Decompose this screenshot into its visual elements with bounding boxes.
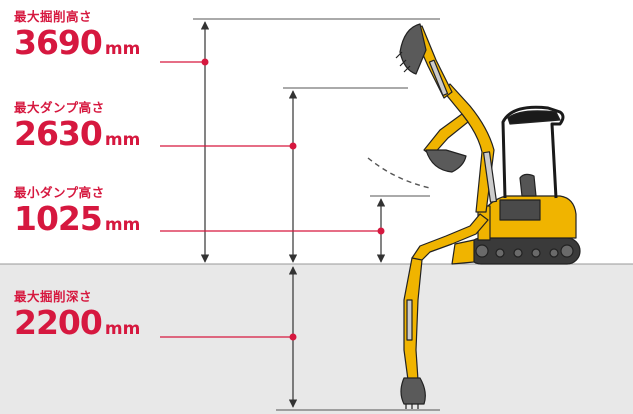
leader-lines bbox=[160, 58, 385, 341]
spec-value: 1025 bbox=[14, 199, 103, 238]
spec-value: 2200 bbox=[14, 303, 103, 342]
spec-label: 最大掘削高さ bbox=[14, 9, 93, 24]
spec-value: 2630 bbox=[14, 114, 103, 153]
red-dot-marker bbox=[289, 333, 297, 341]
red-dot-marker bbox=[201, 58, 209, 66]
dump-swing-arc bbox=[367, 157, 431, 189]
red-dot-marker bbox=[289, 142, 297, 150]
spec-unit: mm bbox=[104, 130, 141, 150]
spec-label: 最小ダンプ高さ bbox=[14, 185, 105, 200]
reference-lines bbox=[193, 18, 440, 411]
red-dot-marker bbox=[377, 227, 385, 235]
spec-unit: mm bbox=[104, 319, 141, 339]
excavator-illustration bbox=[395, 23, 581, 409]
spec-value: 3690 bbox=[14, 23, 103, 62]
spec-unit: mm bbox=[104, 215, 141, 235]
spec-unit: mm bbox=[104, 39, 141, 59]
spec-label: 最大ダンプ高さ bbox=[14, 100, 105, 115]
spec-label: 最大掘削深さ bbox=[14, 289, 93, 304]
dimension-arrows bbox=[200, 21, 386, 408]
ground-area bbox=[0, 264, 633, 414]
